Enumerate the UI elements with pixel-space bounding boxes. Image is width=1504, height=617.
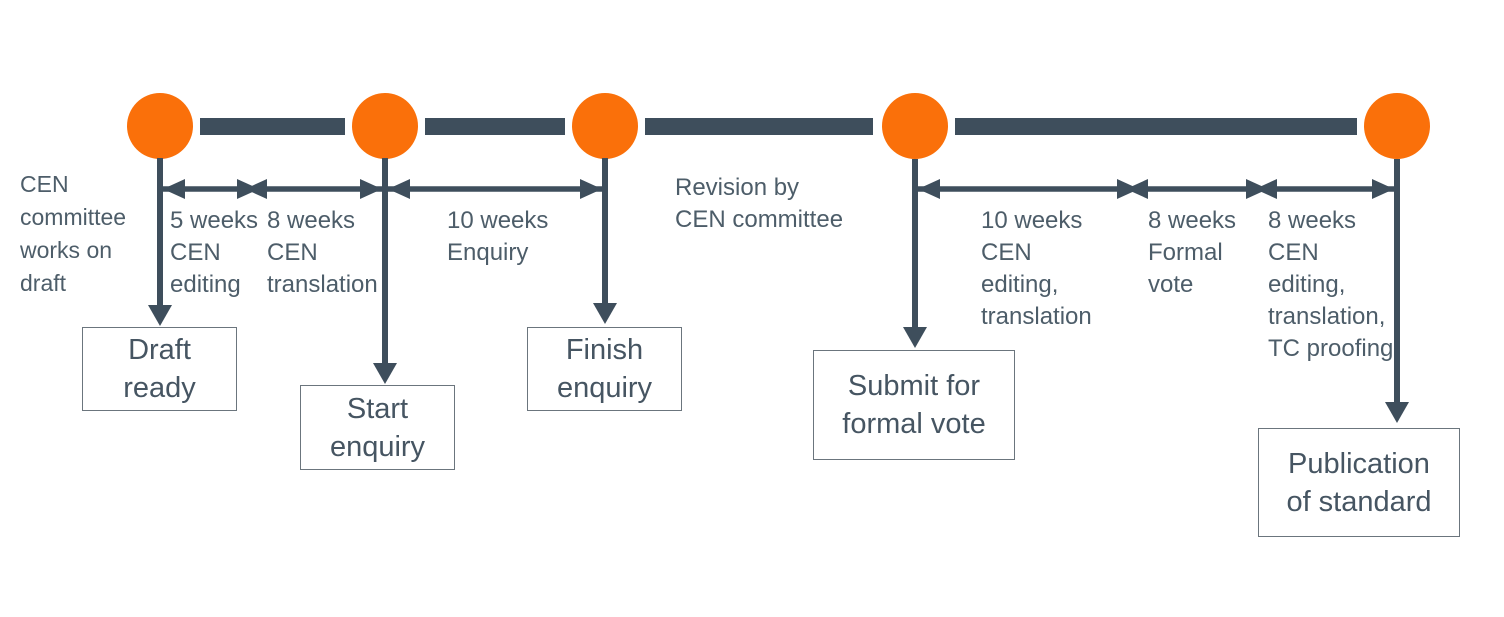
milestone-box-start-enquiry: Start enquiry: [300, 385, 455, 470]
milestone-box-publication: Publication of standard: [1258, 428, 1460, 537]
down-arrow: [148, 158, 172, 326]
milestone-dot: [352, 93, 418, 159]
timeline-bar: [955, 118, 1357, 135]
duration-label-cen-editing-translation-10w: 10 weeks CEN editing, translation: [981, 207, 1092, 330]
duration-arrow: [388, 179, 602, 199]
timeline-bar: [425, 118, 565, 135]
duration-label-cen-editing-tc-proofing-8w: 8 weeks CEN editing, translation, TC pro…: [1268, 207, 1394, 362]
milestone-box-draft-ready: Draft ready: [82, 327, 237, 411]
duration-arrow: [1126, 179, 1268, 199]
duration-label-cen-translation-8w: 8 weeks CEN translation: [267, 207, 378, 298]
down-arrow: [1385, 159, 1409, 423]
down-arrow: [593, 158, 617, 324]
down-arrow: [373, 158, 397, 384]
timeline-bar: [200, 118, 345, 135]
duration-label-enquiry-10w: 10 weeks Enquiry: [447, 207, 549, 266]
revision-note: Revision by CEN committee: [675, 174, 844, 233]
duration-arrow: [163, 179, 259, 199]
milestone-box-finish-enquiry: Finish enquiry: [527, 327, 682, 411]
milestone-dot: [572, 93, 638, 159]
milestone-dot: [127, 93, 193, 159]
milestone-dot: [1364, 93, 1430, 159]
timeline-bar: [645, 118, 873, 135]
duration-arrow: [918, 179, 1139, 199]
down-arrow: [903, 159, 927, 348]
duration-label-cen-editing-5w: 5 weeks CEN editing: [170, 207, 259, 298]
cen-committee-note: CEN committee works on draft: [20, 171, 127, 296]
duration-label-formal-vote-8w: 8 weeks Formal vote: [1148, 207, 1237, 298]
duration-arrow: [245, 179, 382, 199]
duration-arrow: [1255, 179, 1394, 199]
milestone-box-submit-formal-vote: Submit for formal vote: [813, 350, 1015, 460]
milestone-dot: [882, 93, 948, 159]
